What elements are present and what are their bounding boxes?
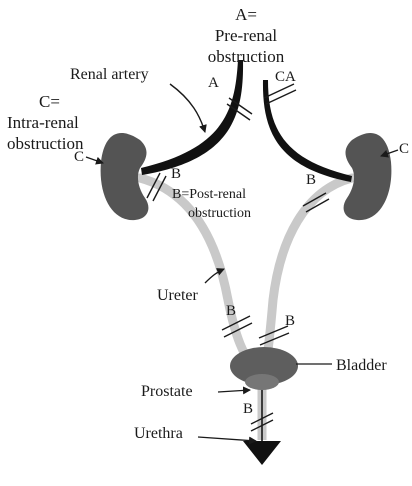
a-title-line3: obstruction <box>208 47 285 66</box>
marker-b-left-ureter: B <box>226 303 236 319</box>
prostate-shape <box>245 374 279 390</box>
c-title-line2: Intra-renal <box>7 113 79 132</box>
right-renal-artery <box>263 80 352 182</box>
marker-c-left: C <box>74 149 84 165</box>
marker-a: A <box>208 75 219 91</box>
ureter-label: Ureter <box>157 287 199 304</box>
renal-artery-label: Renal artery <box>70 66 149 83</box>
marker-b-left-kidney: B <box>171 166 181 182</box>
renal-artery-arrow <box>170 84 205 132</box>
prostate-arrow <box>218 390 250 392</box>
a-title-line2: Pre-renal <box>215 26 278 45</box>
urethra-arrow <box>198 437 256 441</box>
marker-b-urethra: B <box>243 401 253 417</box>
c-left-arrow <box>86 157 103 163</box>
marker-c-right: C <box>399 141 409 157</box>
a-title-line1: A= <box>235 5 257 24</box>
marker-ca: CA <box>275 69 296 85</box>
b-title-line2: obstruction <box>188 206 251 221</box>
c-title-line1: C= <box>39 92 60 111</box>
marker-b-right-kidney: B <box>306 172 316 188</box>
prostate-label: Prostate <box>141 383 193 400</box>
urethra-tip <box>243 441 281 465</box>
bladder-label: Bladder <box>336 357 387 374</box>
left-renal-artery <box>141 60 243 175</box>
urethra-label: Urethra <box>134 425 183 442</box>
c-title-line3: obstruction <box>7 134 84 153</box>
marker-b-right-ureter: B <box>285 313 295 329</box>
b-title-line1: B=Post-renal <box>172 187 246 202</box>
